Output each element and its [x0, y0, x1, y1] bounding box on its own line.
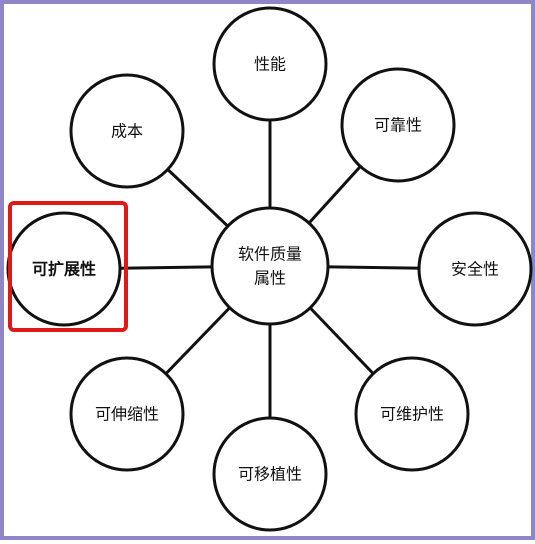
node-maintainability [354, 356, 470, 472]
highlight-box [8, 201, 128, 332]
label-center-line1: 软件质量 [238, 245, 302, 264]
quality-attributes-diagram: 性能 可靠性 安全性 可维护性 可移植性 可伸缩性 可扩展性 成本 软件质量 属… [6, 6, 533, 532]
label-security: 安全性 [451, 260, 499, 279]
label-center-line2: 属性 [254, 269, 286, 288]
label-scalability: 可扩展性 [32, 260, 96, 279]
node-cost [69, 73, 185, 189]
label-reliability: 可靠性 [374, 116, 422, 135]
node-performance [212, 6, 328, 122]
label-portability: 可移植性 [238, 465, 302, 484]
label-performance: 性能 [254, 55, 286, 74]
node-elasticity [69, 356, 185, 472]
label-elasticity: 可伸缩性 [95, 405, 159, 424]
label-cost: 成本 [111, 122, 143, 141]
node-center [210, 206, 330, 326]
node-reliability [340, 67, 456, 183]
node-security [417, 211, 533, 327]
node-portability [212, 416, 328, 532]
label-maintainability: 可维护性 [380, 405, 444, 424]
